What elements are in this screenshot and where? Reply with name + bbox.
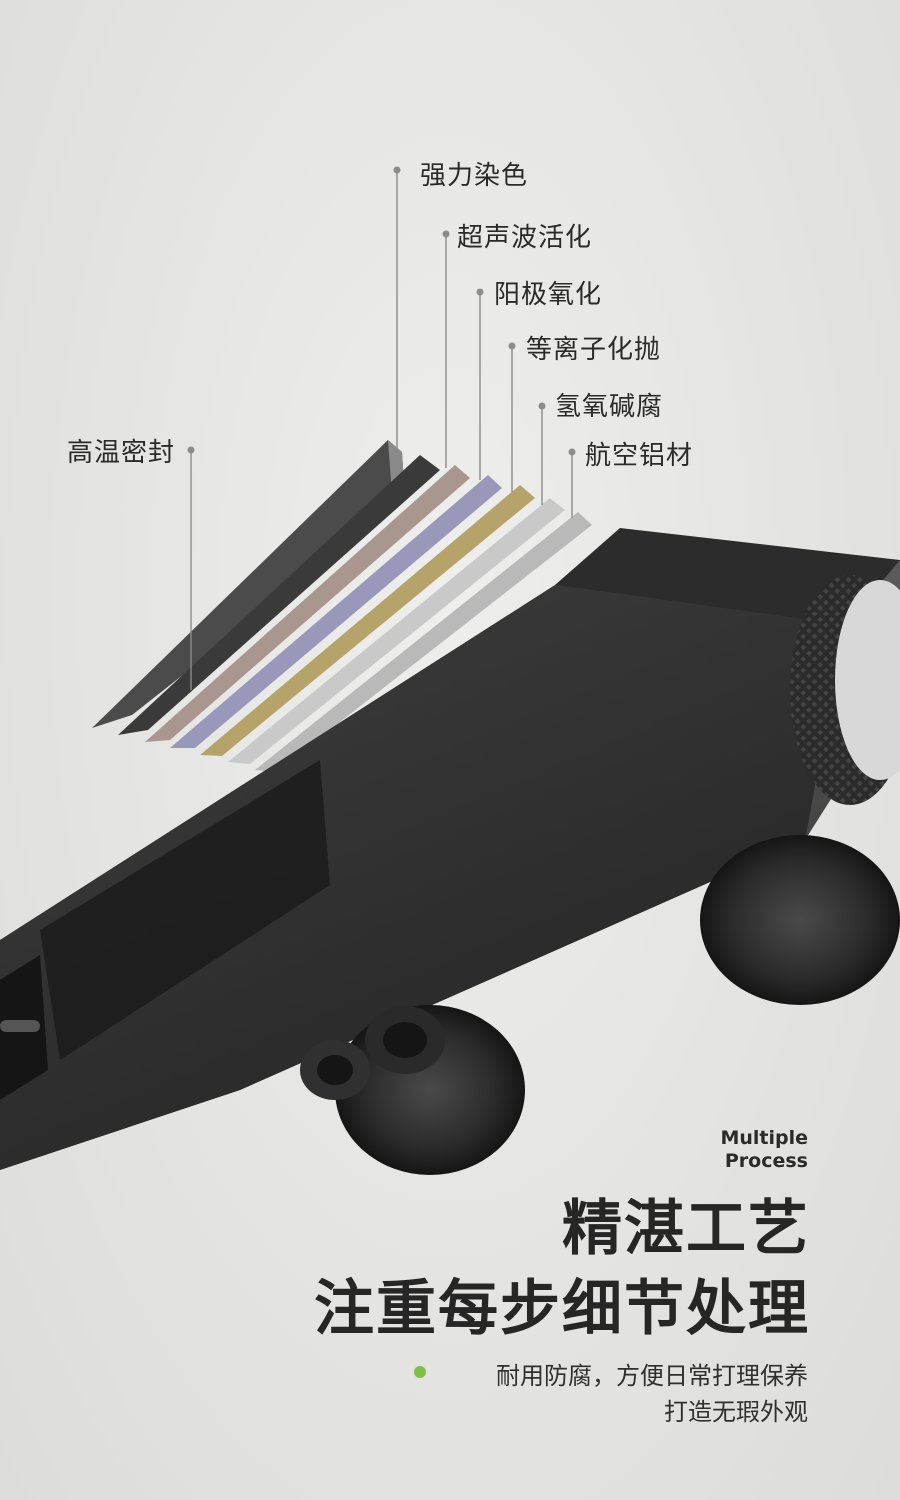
callout-hydroxide: 氢氧碱腐 bbox=[555, 392, 664, 422]
callout-anodizing: 阳极氧化 bbox=[494, 280, 603, 310]
english-heading-line2: Process bbox=[724, 1150, 808, 1172]
english-heading: Multiple Process bbox=[720, 1127, 808, 1173]
description-line1: 耐用防腐，方便日常打理保养 bbox=[496, 1362, 808, 1390]
description-line2: 打造无瑕外观 bbox=[664, 1398, 808, 1426]
callout-aluminum: 航空铝材 bbox=[585, 441, 694, 471]
callout-leaders bbox=[187, 166, 576, 690]
callout-dyeing: 强力染色 bbox=[420, 161, 529, 191]
chinese-heading-line2: 注重每步细节处理 bbox=[314, 1274, 810, 1344]
rail-wheels bbox=[300, 835, 900, 1175]
rail-body bbox=[0, 528, 900, 1170]
callout-sealing: 高温密封 bbox=[67, 438, 176, 468]
callout-ultrasonic: 超声波活化 bbox=[457, 223, 593, 253]
green-bullet-icon bbox=[414, 1366, 426, 1378]
layer-sheets bbox=[92, 440, 592, 772]
callout-plasma: 等离子化抛 bbox=[526, 335, 662, 365]
chinese-heading-line1: 精湛工艺 bbox=[562, 1194, 810, 1264]
english-heading-line1: Multiple bbox=[720, 1127, 808, 1149]
adjuster-knob bbox=[790, 575, 900, 805]
